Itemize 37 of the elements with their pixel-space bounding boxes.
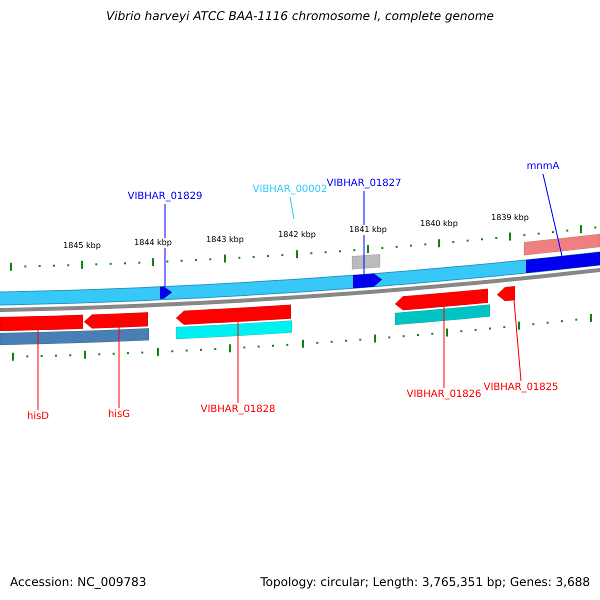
footer-text: Topology: circular; Length: 3,765,351 bp; Genes: 3,688 [260,575,590,589]
gene-feature [496,286,516,302]
gene-feature [352,273,382,288]
footer-text: Accession: NC_009783 [10,575,146,589]
scale-label: 1843 kbp [205,234,245,245]
scale-label: 1839 kbp [490,212,530,223]
title: Vibrio harveyi ATCC BAA-1116 chromosome I, complete genome [105,9,495,23]
gene-label: VIBHAR_01828 [200,404,276,416]
scale-label: 1840 kbp [419,219,459,230]
gene-feature [160,286,172,300]
gene-label: VIBHAR_01829 [128,191,202,203]
feature-bar [394,304,490,326]
feature-bar [176,320,292,340]
leader-line [164,204,166,288]
leader-line [118,327,120,408]
gene-feature [176,304,292,325]
gene-feature [394,288,488,311]
scale-label: 1842 kbp [277,230,317,240]
feature-bar [526,252,600,274]
gene-label: VIBHAR_01827 [326,178,402,190]
gene-label: VIBHAR_00002 [252,184,328,196]
feature-bar [0,314,84,332]
gene-label: mnmA [526,161,560,173]
gene-label: hisD [26,411,50,423]
feature-bar [352,254,380,270]
gene-feature [84,312,148,329]
gene-label: VIBHAR_01825 [484,382,558,394]
gene-label: VIBHAR_01826 [406,389,482,401]
feature-bar [524,234,600,256]
leader-line [514,300,522,382]
scale-label: 1844 kbp [133,238,173,248]
gene-label: hisG [108,409,130,421]
scale-label: 1845 kbp [62,240,102,251]
leader-line [290,196,294,220]
feature-bar [0,328,150,346]
leader-line [542,174,562,257]
scale-label: 1841 kbp [348,225,388,236]
